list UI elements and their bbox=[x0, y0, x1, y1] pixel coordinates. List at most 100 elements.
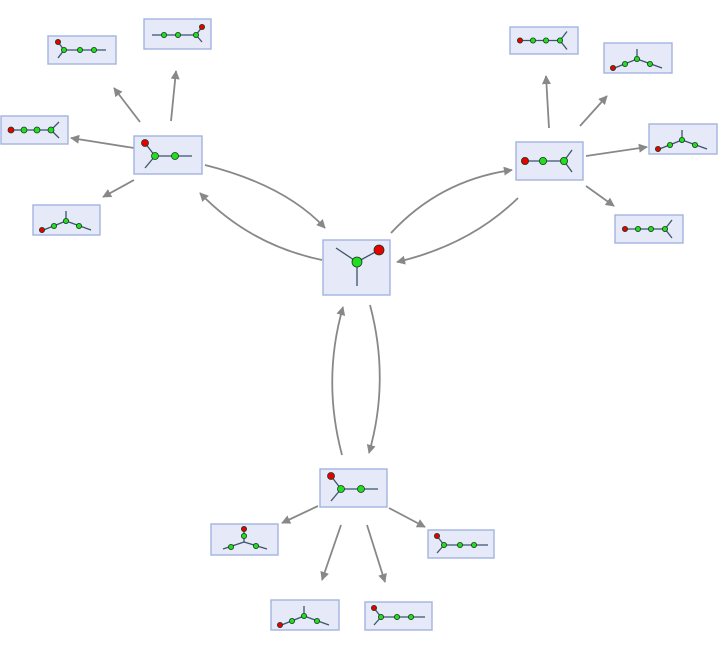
green-node bbox=[679, 136, 686, 143]
molecule-glyph-chain-red-end-fork bbox=[7, 121, 60, 139]
node-box-rh-child-4 bbox=[614, 214, 684, 244]
green-node bbox=[543, 37, 550, 44]
red-node bbox=[373, 244, 385, 256]
red-node bbox=[517, 37, 524, 44]
node-box-center bbox=[322, 239, 391, 296]
node-box-lh-child-4 bbox=[32, 204, 101, 236]
green-node bbox=[622, 61, 629, 68]
green-node bbox=[647, 61, 654, 68]
green-node bbox=[171, 152, 179, 160]
red-node bbox=[622, 225, 629, 232]
node-box-left-hub bbox=[133, 135, 203, 175]
node-frame bbox=[143, 18, 212, 50]
edge-arrow-left-hub-to-lh-child-3 bbox=[170, 70, 180, 122]
red-node bbox=[370, 605, 377, 612]
green-node bbox=[192, 32, 199, 39]
node-box-bh-child-4 bbox=[364, 601, 433, 631]
node-box-right-hub bbox=[515, 141, 584, 181]
node-box-lh-child-1 bbox=[0, 115, 69, 145]
green-node bbox=[47, 126, 55, 134]
green-node bbox=[288, 618, 295, 625]
edge-arrow-center-to-bottom-hub bbox=[366, 304, 381, 454]
green-node bbox=[160, 32, 167, 39]
molecule-glyph-tee-red-bottom bbox=[655, 130, 708, 152]
molecule-glyph-tee-red-bottom bbox=[276, 606, 330, 629]
green-node bbox=[252, 543, 259, 550]
edge-arrow-right-hub-to-center bbox=[396, 197, 519, 265]
red-node bbox=[198, 23, 205, 30]
molecule-glyph-branch-red-top bbox=[141, 139, 192, 169]
green-node bbox=[227, 544, 234, 551]
red-node bbox=[141, 139, 149, 147]
molecule-glyph-chain-fork-end bbox=[517, 31, 568, 50]
green-node bbox=[635, 225, 642, 232]
green-node bbox=[20, 126, 28, 134]
green-node bbox=[33, 126, 41, 134]
green-node bbox=[560, 156, 569, 165]
green-node bbox=[351, 256, 363, 268]
edge-arrow-bottom-hub-to-center bbox=[331, 306, 346, 456]
node-box-rh-child-2 bbox=[603, 42, 673, 74]
green-node bbox=[407, 614, 414, 621]
edge-arrow-left-hub-to-center bbox=[204, 164, 326, 229]
molecule-glyph-star-red-arm bbox=[335, 244, 385, 286]
red-node bbox=[276, 622, 283, 629]
red-node bbox=[521, 156, 530, 165]
red-node bbox=[655, 145, 662, 152]
red-node bbox=[610, 65, 617, 72]
edge-arrow-bottom-hub-to-bh-child-3 bbox=[320, 524, 342, 581]
green-node bbox=[667, 141, 674, 148]
node-box-lh-child-3 bbox=[143, 18, 212, 50]
edge-arrow-bottom-hub-to-bh-child-2 bbox=[388, 507, 426, 528]
green-node bbox=[393, 614, 400, 621]
green-node bbox=[377, 614, 384, 621]
molecule-glyph-chain-fork-red bbox=[152, 23, 205, 43]
green-node bbox=[539, 156, 548, 165]
green-node bbox=[456, 542, 463, 549]
molecule-glyph-tee-red-bottom bbox=[39, 211, 92, 233]
green-node bbox=[63, 217, 70, 224]
node-box-bh-child-1 bbox=[210, 523, 279, 556]
molecule-glyph-tee-red-top bbox=[55, 39, 106, 59]
green-node bbox=[692, 141, 699, 148]
molecule-glyph-branch-red-top bbox=[433, 533, 488, 554]
green-node bbox=[91, 47, 98, 54]
molecule-glyph-tee-red-top bbox=[222, 526, 268, 551]
red-node bbox=[55, 39, 62, 46]
edge-arrow-bottom-hub-to-bh-child-4 bbox=[366, 524, 387, 583]
green-node bbox=[662, 225, 669, 232]
molecule-glyph-chain-red-end-fork bbox=[521, 149, 573, 173]
green-node bbox=[151, 152, 159, 160]
green-node bbox=[300, 613, 307, 620]
green-node bbox=[61, 47, 68, 54]
node-box-lh-child-2 bbox=[47, 35, 117, 65]
green-node bbox=[470, 542, 477, 549]
edge-arrow-right-hub-to-rh-child-2 bbox=[579, 95, 608, 127]
green-node bbox=[337, 485, 345, 493]
green-node bbox=[174, 32, 181, 39]
green-node bbox=[76, 222, 83, 229]
green-node bbox=[440, 542, 447, 549]
green-node bbox=[530, 37, 537, 44]
edge-arrow-bottom-hub-to-bh-child-1 bbox=[281, 505, 319, 524]
edge-arrow-right-hub-to-rh-child-3 bbox=[585, 143, 648, 157]
edge-arrow-center-to-right-hub bbox=[390, 166, 513, 234]
edge-arrow-center-to-left-hub bbox=[199, 192, 323, 261]
node-box-rh-child-1 bbox=[509, 26, 579, 55]
edge-arrow-left-hub-to-lh-child-1 bbox=[70, 134, 135, 149]
green-node bbox=[648, 225, 655, 232]
red-node bbox=[39, 226, 46, 233]
green-node bbox=[51, 222, 58, 229]
green-node bbox=[557, 37, 564, 44]
green-node bbox=[357, 485, 365, 493]
molecule-glyph-chain-red-end-fork bbox=[370, 605, 425, 626]
nodes bbox=[0, 18, 718, 631]
node-box-bh-child-3 bbox=[270, 599, 340, 631]
edge-arrow-left-hub-to-lh-child-4 bbox=[102, 179, 135, 198]
molecule-glyph-tee-red-bottom bbox=[610, 49, 663, 72]
green-node bbox=[240, 533, 247, 540]
edge-arrow-right-hub-to-rh-child-1 bbox=[541, 75, 551, 129]
green-node bbox=[77, 47, 84, 54]
red-node bbox=[327, 472, 335, 480]
